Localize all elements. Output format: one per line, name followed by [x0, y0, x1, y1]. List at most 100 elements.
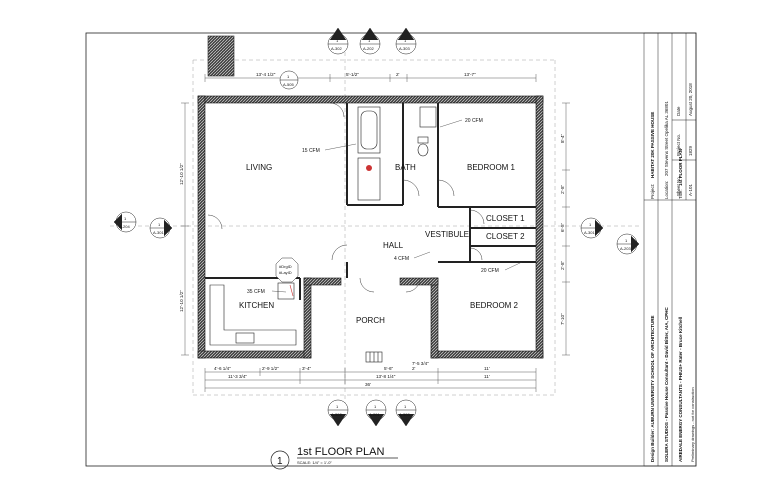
detail-marker-inner-number: 1: [287, 74, 290, 79]
room-kitchen-label: KITCHEN: [239, 301, 274, 310]
airflow-leaders: [271, 119, 523, 293]
drawing-tag-octagon: [275, 257, 299, 283]
dim-bottom-1: 4'-6 1/4": [214, 366, 231, 371]
title-block-project-no-label: Project No.: [676, 134, 681, 156]
title-block-sheet: A-101: [688, 183, 693, 196]
title-block-consultant: SOLERA STUDIOS - Passive House Consultan…: [664, 307, 669, 462]
room-closet1-label: CLOSET 1: [486, 214, 525, 223]
dim-top-2: 5'-1/2": [346, 72, 359, 77]
title-block-title-label: Title:: [678, 189, 683, 199]
dim-left-2: 12'-10 1/2": [179, 290, 184, 312]
dim-right-1: 8'-4": [560, 133, 565, 143]
dim-top-4: 13'-7": [464, 72, 476, 77]
detail-marker-inner-ref: A-505: [283, 82, 294, 87]
door-swings: [207, 102, 485, 293]
room-living-label: LIVING: [246, 163, 272, 172]
dim-bottom-4: 11'-3 3/4": [228, 374, 247, 379]
airflow-bedroom2-note: 20 CFM: [481, 268, 499, 274]
dimension-right: [562, 102, 570, 356]
section-markers-bottom: [327, 399, 417, 427]
caption-number: 1: [277, 456, 283, 467]
section-top-3-number: 1: [404, 38, 407, 43]
porch-stair-icon: [365, 351, 383, 363]
title-block-title: 1st FLOOR PLAN: [678, 149, 683, 186]
section-top-1-number: 1: [336, 38, 339, 43]
section-left-1-number: 1: [124, 216, 127, 221]
dim-top-1: 13'-4 1/2": [256, 72, 276, 77]
drawing-tag-drg: #DrgID: [279, 264, 292, 269]
section-markers-left: [113, 211, 173, 239]
title-block-sheet-label: Sheet No.: [676, 176, 681, 196]
section-right-1-number: 1: [589, 222, 592, 227]
title-block-project-label: Project:: [650, 184, 655, 199]
title-block-date-label: Date: [676, 106, 681, 116]
caption-scale: SCALE: 1/4" = 1'-0": [297, 460, 332, 465]
dim-right-5: 7'-10": [560, 313, 565, 325]
section-markers-top: [327, 27, 417, 55]
dim-bottom-7: 5'-6": [384, 366, 394, 371]
section-top-2-ref: A-202: [363, 46, 374, 51]
dimension-top: [204, 74, 537, 82]
title-block-fine-print: Preliminary drawings - not for construct…: [690, 387, 695, 462]
dimension-left: [181, 102, 189, 356]
room-vestibule-label: VESTIBULE: [425, 230, 469, 239]
title-block-date: August 20, 2018: [688, 83, 693, 116]
section-left-2-number: 1: [158, 222, 161, 227]
section-bottom-1-ref: A-302: [331, 412, 342, 417]
section-bottom-2-number: 1: [374, 404, 377, 409]
section-bottom-2-ref: A-201: [369, 412, 380, 417]
detail-marker-inner: [279, 70, 299, 90]
drawing-tag-lay: #LayID: [279, 270, 292, 275]
dim-bottom-5: 13'-8 1/4": [376, 374, 396, 379]
grid-lines: [110, 45, 640, 405]
dim-top-3: 2': [396, 72, 400, 77]
dim-bottom-9: 36': [365, 382, 371, 387]
section-left-2-ref: A-301: [153, 230, 164, 235]
section-right-1-ref: A-301: [584, 230, 595, 235]
section-markers-right: [580, 217, 640, 255]
dim-bottom-11: 7'-5 3/4": [412, 361, 429, 366]
exterior-walls: [197, 95, 544, 359]
section-bottom-3-ref: A-303: [399, 412, 410, 417]
dim-left-1: 12'-10 1/2": [179, 163, 184, 185]
section-top-2-number: 1: [368, 38, 371, 43]
room-bedroom2-label: BEDROOM 2: [470, 301, 519, 310]
dim-bottom-6: 2': [412, 366, 416, 371]
caption-title: 1st FLOOR PLAN: [297, 446, 384, 458]
caption-number-circle: [270, 450, 290, 470]
airflow-hall-note: 4 CFM: [394, 256, 409, 262]
chimney: [207, 35, 235, 77]
section-right-2-number: 1: [625, 238, 628, 243]
section-top-3-ref: A-303: [399, 46, 410, 51]
dimension-bottom: [204, 368, 537, 392]
dim-right-3: 6'-5": [560, 222, 565, 232]
room-porch-label: PORCH: [356, 316, 385, 325]
room-bath-label: BATH: [395, 163, 416, 172]
section-top-1-ref: A-302: [331, 46, 342, 51]
title-block-project: HABITAT 20K PASSIVE HOUSE: [650, 112, 655, 178]
airflow-living-note: 15 CFM: [302, 148, 320, 154]
title-block-project-no: 1829: [688, 145, 693, 156]
section-left-1-ref: A-204: [119, 224, 130, 229]
kitchen-counters: [209, 282, 297, 346]
airflow-kitchen-note: 35 CFM: [247, 289, 265, 295]
bath-fixtures: [357, 106, 437, 201]
section-bottom-1-number: 1: [336, 404, 339, 409]
room-closet2-label: CLOSET 2: [486, 232, 525, 241]
section-right-2-ref: A-203: [620, 246, 631, 251]
title-block-location-label: Location:: [664, 181, 669, 199]
dim-bottom-10: 11': [484, 374, 490, 379]
dim-right-2: 2'-8": [560, 184, 565, 194]
dim-bottom-3: 3'-4": [302, 366, 312, 371]
dim-right-4: 2'-8": [560, 260, 565, 270]
airflow-bath-note: 20 CFM: [465, 118, 483, 124]
title-block-rater: AIREDALE ENERGY CONSULTANTS - PHIUS+ Rat…: [678, 317, 683, 462]
title-block-location: 207 Stevens Street Opelika AL 36801: [664, 101, 669, 176]
section-bottom-3-number: 1: [404, 404, 407, 409]
dim-bottom-8: 11': [484, 366, 490, 371]
title-block-builder: Design Builder: AUBURN UNIVERSITY SCHOOL…: [650, 315, 655, 462]
title-block-frame: [643, 32, 697, 467]
interior-walls: [205, 103, 536, 300]
room-hall-label: HALL: [383, 241, 404, 250]
